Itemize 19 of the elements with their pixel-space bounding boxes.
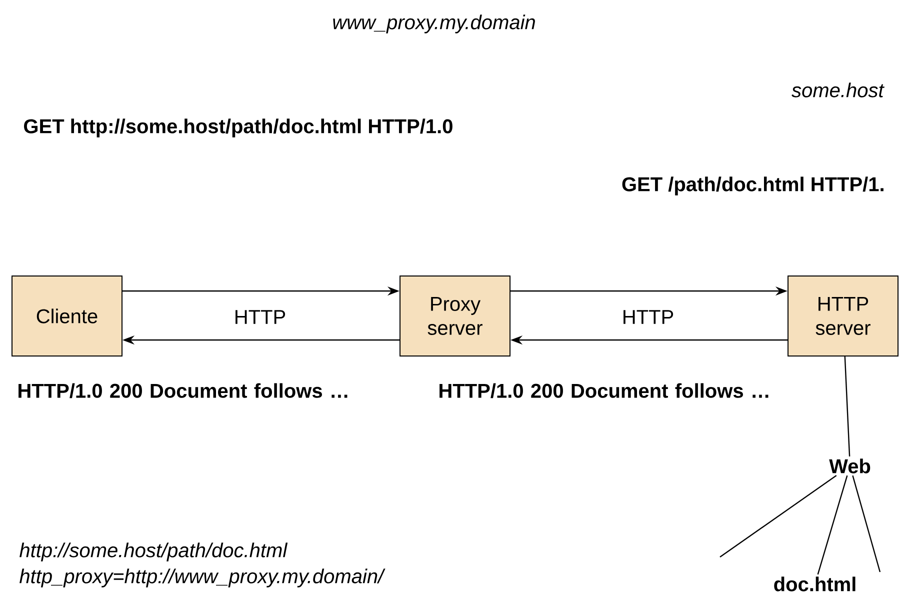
process-box: HTTP server xyxy=(788,276,899,356)
line xyxy=(852,475,881,572)
process-box: Proxy server xyxy=(400,276,510,356)
italic-note: http://some.host/path/doc.html xyxy=(20,542,288,562)
node-text: Web xyxy=(829,458,870,474)
node-text: doc.html xyxy=(774,576,856,592)
response-text: HTTP/1.0 200 Document follows … xyxy=(440,383,768,398)
line xyxy=(817,475,848,575)
request-line: GET /path/doc.html HTTP/1. xyxy=(622,176,884,196)
process-box: Cliente xyxy=(12,276,122,356)
italic-note: some.host xyxy=(792,82,884,98)
line xyxy=(844,356,850,456)
italic-note: http_proxy=http://www_proxy.my.domain/ xyxy=(20,568,386,588)
protocol-label: HTTP xyxy=(624,310,674,324)
request-line: GET http://some.host/path/doc.html HTTP/1.0 xyxy=(24,118,452,138)
line xyxy=(720,475,837,558)
response-text: HTTP/1.0 200 Document follows … xyxy=(18,383,348,398)
protocol-label: HTTP xyxy=(236,310,286,324)
italic-note: www_proxy.my.domain xyxy=(333,14,535,34)
